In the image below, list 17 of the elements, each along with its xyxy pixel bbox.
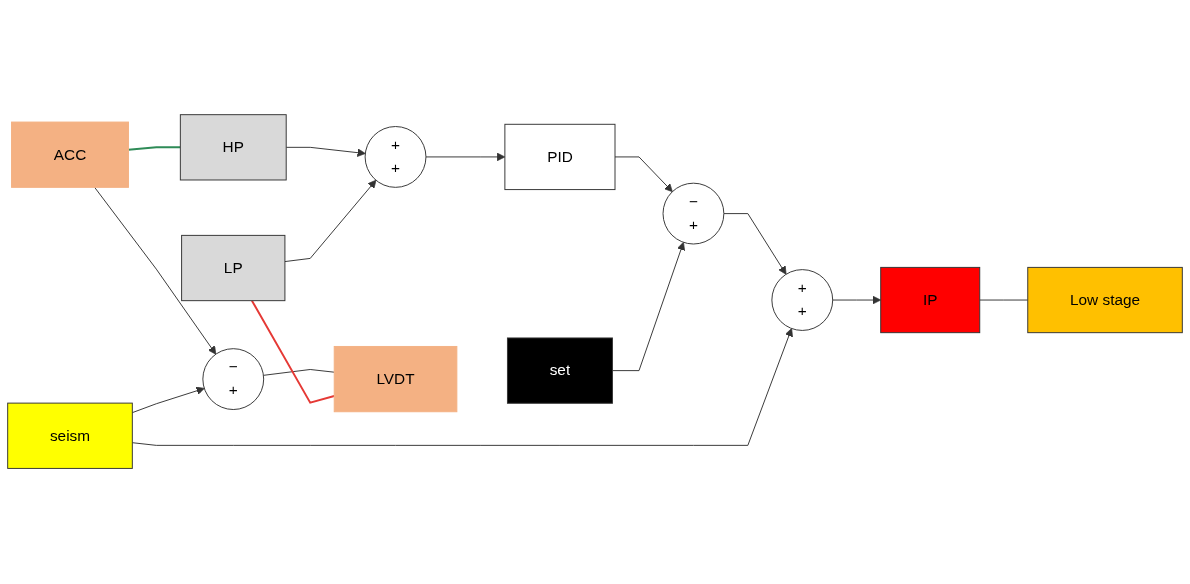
- connector: [262, 369, 335, 377]
- node-box: LVDT: [333, 346, 458, 413]
- connector: [127, 146, 182, 152]
- node-box: IP: [880, 267, 981, 334]
- node-box: Low stage: [1027, 267, 1183, 334]
- node-box: set: [506, 337, 613, 405]
- node-box: ACC: [11, 122, 129, 189]
- connector: [979, 300, 1029, 301]
- node-box: HP: [179, 114, 287, 181]
- node-box: seism: [7, 403, 133, 470]
- node-circle: + +: [364, 126, 427, 189]
- connector: [250, 300, 336, 405]
- node-circle: − +: [662, 183, 725, 245]
- node-circle: − +: [202, 348, 265, 411]
- node-box: LP: [181, 235, 286, 302]
- node-circle: + +: [771, 269, 834, 332]
- node-box: PID: [504, 124, 616, 191]
